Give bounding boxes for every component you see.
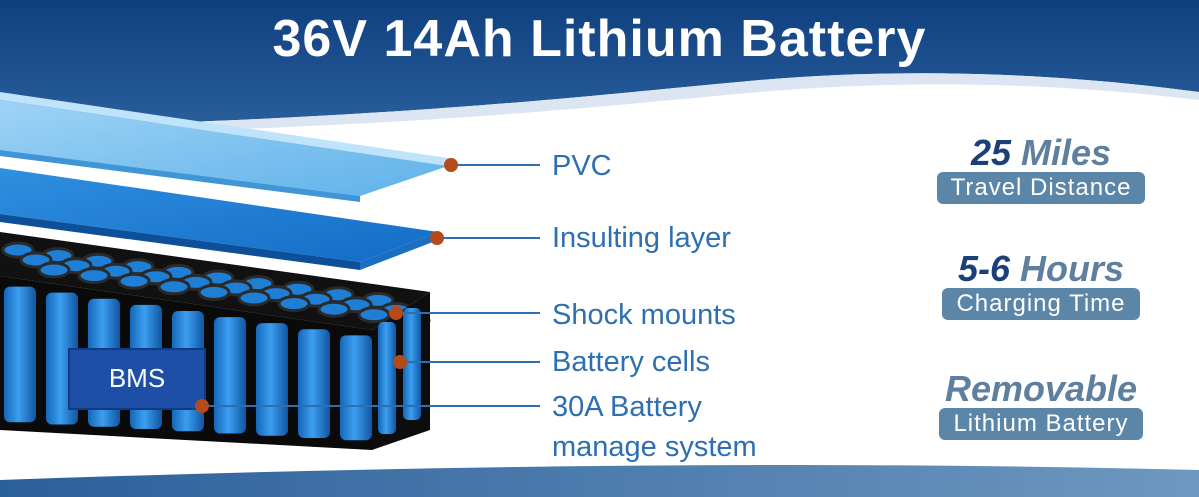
- spec-unit: Hours: [1020, 248, 1125, 289]
- battery-cell: [298, 329, 330, 439]
- cell-cap: [237, 289, 271, 307]
- cell-cap: [117, 272, 151, 290]
- spec-unit: Removable: [944, 368, 1138, 409]
- spec-caption: Travel Distance: [936, 172, 1146, 204]
- label-bms-line1: 30A Battery: [552, 391, 702, 423]
- battery-cell: [340, 335, 372, 441]
- cell-cap: [77, 267, 111, 285]
- spec-value: Removable: [916, 370, 1166, 408]
- insulating-dot: [430, 231, 444, 245]
- label-bms-line2: manage system: [552, 431, 757, 463]
- pvc-dot: [444, 158, 458, 172]
- spec-caption: Charging Time: [942, 288, 1140, 320]
- cell-cap: [357, 306, 391, 324]
- cell-cap: [197, 283, 231, 301]
- shock-mounts-dot: [389, 306, 403, 320]
- label-shock-mounts: Shock mounts: [552, 299, 736, 331]
- bms-tag: BMS: [108, 363, 166, 393]
- battery-cell: [214, 317, 246, 434]
- bms-tag-box: [68, 348, 206, 410]
- battery-cell: [4, 286, 36, 423]
- spec-removable: Removable Lithium Battery: [916, 370, 1166, 440]
- page-title: 36V 14Ah Lithium Battery: [272, 10, 927, 68]
- spec-unit: Miles: [1021, 132, 1112, 173]
- insulating-layer-sheet: [0, 168, 438, 270]
- spec-travel-distance: 25 Miles Travel Distance: [916, 134, 1166, 204]
- spec-number: 5-6: [957, 248, 1010, 289]
- spec-value: 25 Miles: [916, 134, 1166, 172]
- label-battery-cells: Battery cells: [552, 346, 710, 378]
- label-pvc: PVC: [552, 150, 612, 182]
- label-insulating-layer: Insulting layer: [552, 222, 731, 254]
- cell-cap: [277, 295, 311, 313]
- battery-cells-dot: [393, 355, 407, 369]
- spec-number: 25: [970, 132, 1011, 173]
- pvc-sheet: [0, 92, 448, 202]
- leader-dots: [389, 158, 458, 369]
- spec-caption: Lithium Battery: [939, 408, 1143, 440]
- bms-dot: [195, 399, 209, 413]
- battery-cell: [403, 308, 421, 420]
- battery-cell: [256, 323, 288, 436]
- cell-cap: [157, 278, 191, 296]
- cell-cap: [317, 300, 351, 318]
- leader-lines: [202, 164, 540, 407]
- spec-value: 5-6 Hours: [916, 250, 1166, 288]
- spec-charging-time: 5-6 Hours Charging Time: [916, 250, 1166, 320]
- cell-cap: [37, 261, 71, 279]
